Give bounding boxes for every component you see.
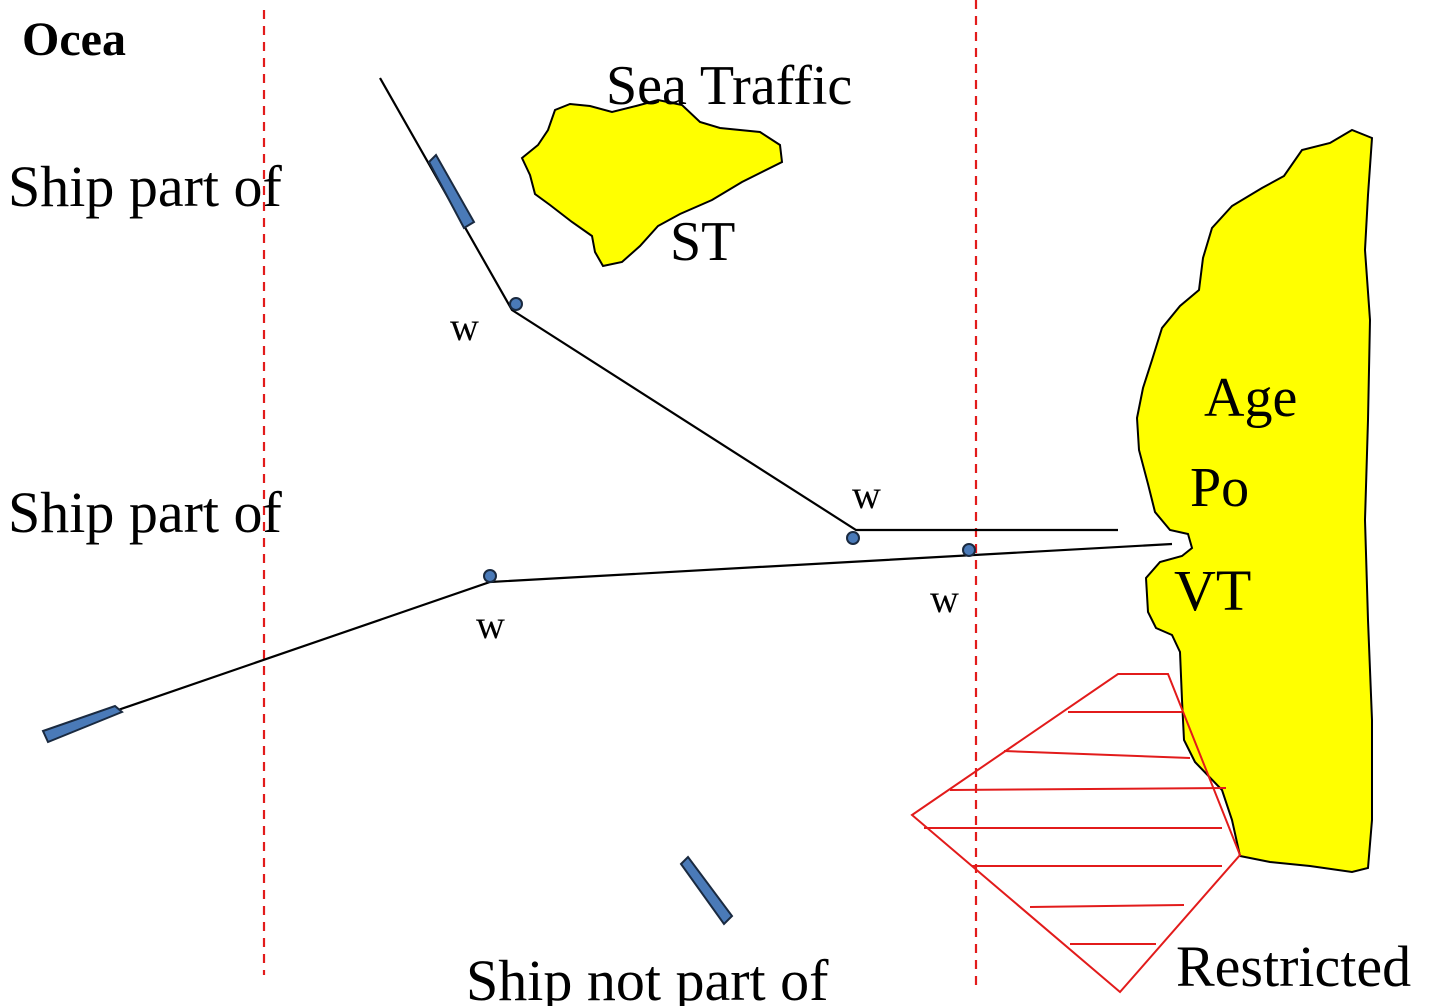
ship-part-of-label-upper: Ship part of: [8, 154, 283, 219]
waypoint-label: w: [852, 472, 881, 517]
waypoint-marker-icon[interactable]: [509, 297, 523, 311]
coastline-landmass: [1135, 128, 1374, 874]
st-label: ST: [670, 211, 735, 273]
restricted-hatch-line: [1003, 750, 1191, 759]
port-label: Po: [1190, 457, 1249, 519]
waypoint-marker-icon[interactable]: [483, 569, 497, 583]
ship-icon[interactable]: [41, 704, 124, 744]
waypoint-marker-icon[interactable]: [962, 543, 976, 557]
ocean-title: Ocea: [22, 13, 126, 66]
restricted-area-outline: [910, 673, 1242, 994]
sea-traffic-label: Sea Traffic: [606, 55, 852, 117]
restricted-area: [910, 673, 1242, 994]
ship-icon[interactable]: [427, 153, 476, 230]
sea-traffic-island: [520, 98, 784, 268]
waypoint-marker-icon[interactable]: [846, 531, 860, 545]
vt-label: VT: [1174, 558, 1251, 623]
agent-label: Age: [1204, 367, 1297, 429]
restricted-hatch-line: [949, 787, 1227, 791]
waypoint-label: w: [476, 602, 505, 647]
restricted-label: Restricted: [1176, 934, 1411, 999]
ship-icon[interactable]: [679, 855, 734, 926]
restricted-hatch-line: [1029, 904, 1185, 908]
waypoint-label: w: [930, 576, 959, 621]
route-lower: [117, 542, 1173, 712]
waypoint-label: w: [450, 304, 479, 349]
ship-part-of-label-lower: Ship part of: [8, 480, 283, 545]
ship-not-part-of-label: Ship not part of: [466, 948, 829, 1006]
